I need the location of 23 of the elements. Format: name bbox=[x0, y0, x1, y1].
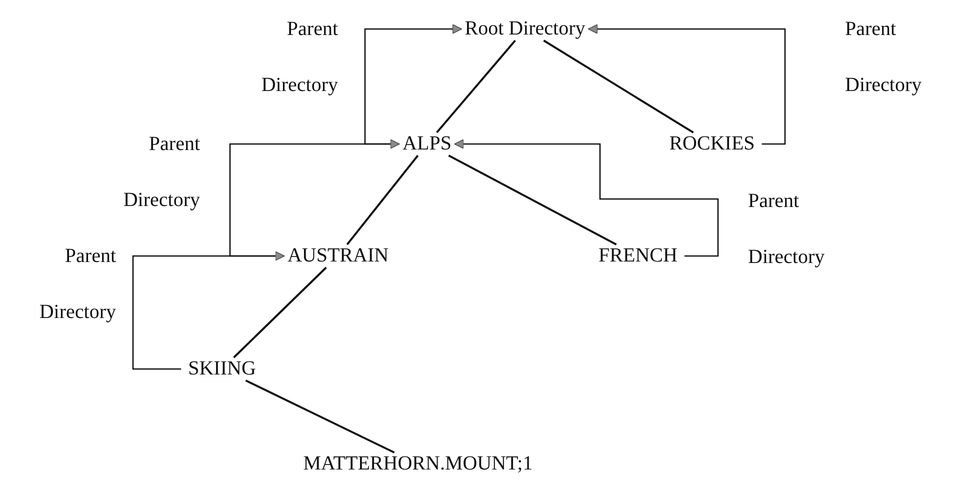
arrow bbox=[454, 139, 719, 257]
tree-line bbox=[448, 154, 617, 246]
tree-line bbox=[245, 380, 395, 454]
tree-line bbox=[346, 154, 419, 246]
node-label: ROCKIES bbox=[666, 132, 758, 156]
node-label: AUSTRAIN bbox=[284, 244, 392, 268]
edge-label: Parent Directory bbox=[38, 244, 116, 325]
edge-label: Parent Directory bbox=[260, 17, 338, 98]
node-label: Root Directory bbox=[462, 18, 588, 40]
node-label: SKIING bbox=[185, 358, 259, 380]
arrow bbox=[132, 251, 285, 370]
node-label: MATTERHORN.MOUNT;1 bbox=[300, 452, 536, 476]
arrow bbox=[229, 139, 400, 257]
edge-label: Parent Directory bbox=[748, 189, 826, 270]
arrow bbox=[588, 24, 786, 145]
tree-line bbox=[233, 266, 327, 358]
tree-line bbox=[436, 40, 516, 134]
edge-label: Parent Directory bbox=[845, 17, 923, 98]
arrow bbox=[364, 24, 462, 145]
node-label: ALPS bbox=[400, 132, 454, 156]
tree-line bbox=[543, 40, 694, 134]
edge-label: Parent Directory bbox=[122, 132, 200, 213]
node-label: FRENCH bbox=[596, 244, 680, 268]
